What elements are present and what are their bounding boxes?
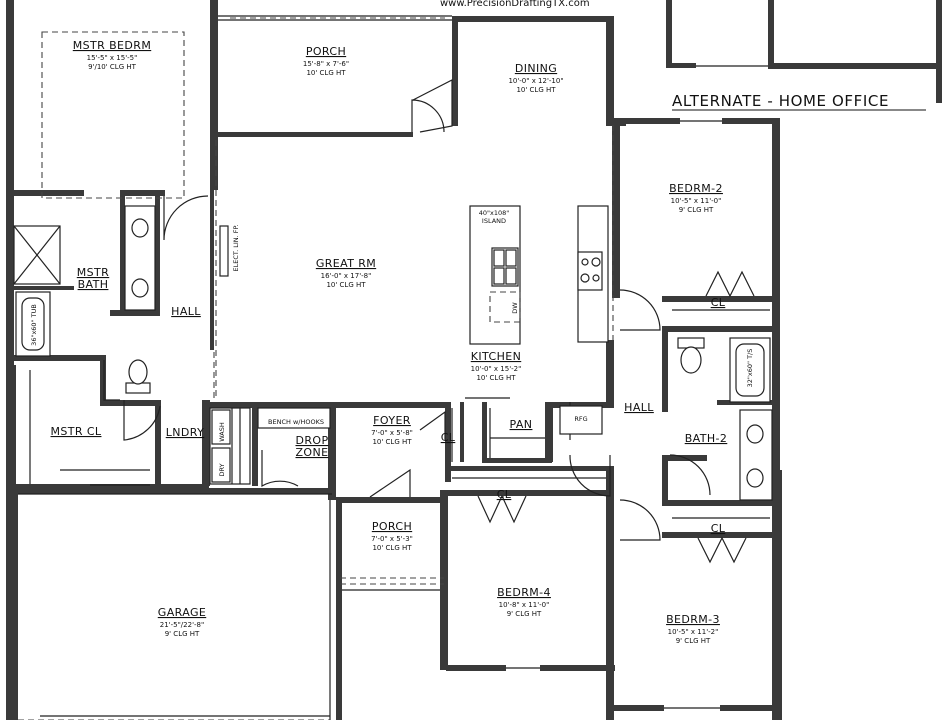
dry-label: DRY bbox=[218, 463, 226, 476]
garage-ceiling: 9' CLG HT bbox=[165, 630, 200, 638]
cl-foyer-name: CL bbox=[441, 431, 456, 444]
bedrm-4-ceiling: 9' CLG HT bbox=[507, 610, 542, 618]
mstr-bath-name: BATH bbox=[78, 278, 109, 291]
lndry-name: LNDRY bbox=[166, 426, 205, 439]
foyer-ceiling: 10' CLG HT bbox=[372, 438, 412, 446]
bedrm-2-name: BEDRM-2 bbox=[669, 182, 723, 195]
mstr-cl-name: MSTR CL bbox=[51, 425, 102, 438]
mstr-bedrm-name: MSTR BEDRM bbox=[73, 39, 151, 52]
dining-dims: 10'-0" x 12'-10" bbox=[508, 77, 563, 85]
drop-zone-name-1: DROP bbox=[295, 434, 328, 447]
mstr-tub-label: 36"x60" TUB bbox=[30, 304, 38, 346]
openings bbox=[18, 15, 768, 720]
room-labels: ALTERNATE - HOME OFFICE MSTR BEDRM 15'-5… bbox=[51, 39, 926, 645]
hall-1-name: HALL bbox=[171, 305, 201, 318]
bedrm-4-name: BEDRM-4 bbox=[497, 586, 551, 599]
fireplace-label: ELECT. LIN. FP. bbox=[232, 225, 240, 272]
mstr-bedrm-ceiling: 9'/10' CLG HT bbox=[88, 63, 136, 71]
cl-bed3-name: CL bbox=[711, 522, 726, 535]
foyer-dims: 7'-0" x 5'-8" bbox=[371, 429, 413, 437]
drop-zone-name: ZONE bbox=[296, 446, 329, 459]
island-size: 40"x108" bbox=[479, 209, 510, 217]
porch-front-ceiling: 10' CLG HT bbox=[372, 544, 412, 552]
bench-label: BENCH w/HOOKS bbox=[268, 418, 324, 426]
porch-rear-ceiling: 10' CLG HT bbox=[306, 69, 346, 77]
fixtures: 36"x60" TUB bbox=[13, 31, 773, 720]
cl-bed2-name: CL bbox=[711, 296, 726, 309]
mstr-bath-name-1: MSTR bbox=[77, 266, 109, 279]
porch-front-dims: 7'-0" x 5'-3" bbox=[371, 535, 413, 543]
doors bbox=[103, 79, 755, 564]
garage-name: GARAGE bbox=[158, 606, 206, 619]
foyer-name: FOYER bbox=[373, 414, 411, 427]
garage-dims: 21'-5"/22'-8" bbox=[160, 621, 204, 629]
dining-ceiling: 10' CLG HT bbox=[516, 86, 556, 94]
dining-name: DINING bbox=[515, 62, 557, 75]
great-rm-ceiling: 10' CLG HT bbox=[326, 281, 366, 289]
bath2-tub-label: 32"x60" T/S bbox=[746, 349, 754, 388]
kitchen-ceiling: 10' CLG HT bbox=[476, 374, 516, 382]
hall-2-name: HALL bbox=[624, 401, 654, 414]
bath-2-name: BATH-2 bbox=[685, 432, 728, 445]
bedrm-4-dims: 10'-8" x 11'-0" bbox=[499, 601, 550, 609]
pan-name: PAN bbox=[510, 418, 533, 431]
kitchen-name: KITCHEN bbox=[471, 350, 521, 363]
wash-label: WASH bbox=[218, 422, 226, 442]
rfg-label: RFG bbox=[574, 415, 587, 423]
watermark-text: www.PrecisionDraftingTX.com bbox=[440, 0, 590, 9]
bedrm-2-dims: 10'-5" x 11'-0" bbox=[671, 197, 722, 205]
bedrm-3-dims: 10'-5" x 11'-2" bbox=[668, 628, 719, 636]
porch-rear-name: PORCH bbox=[306, 45, 346, 58]
bedrm-3-ceiling: 9' CLG HT bbox=[676, 637, 711, 645]
island-word: ISLAND bbox=[482, 217, 506, 225]
bedrm-2-ceiling: 9' CLG HT bbox=[679, 206, 714, 214]
alternate-label: ALTERNATE - HOME OFFICE bbox=[672, 92, 889, 110]
mstr-bedrm-dims: 15'-5" x 15'-5" bbox=[87, 54, 138, 62]
great-rm-dims: 16'-0" x 17'-8" bbox=[321, 272, 372, 280]
bedrm-3-name: BEDRM-3 bbox=[666, 613, 720, 626]
cl-bed4-name: CL bbox=[497, 488, 512, 501]
porch-rear-dims: 15'-8" x 7'-6" bbox=[303, 60, 349, 68]
great-rm-name: GREAT RM bbox=[316, 257, 376, 270]
porch-front-name: PORCH bbox=[372, 520, 412, 533]
kitchen-dims: 10'-0" x 15'-2" bbox=[471, 365, 522, 373]
dw-label: DW bbox=[511, 302, 519, 314]
